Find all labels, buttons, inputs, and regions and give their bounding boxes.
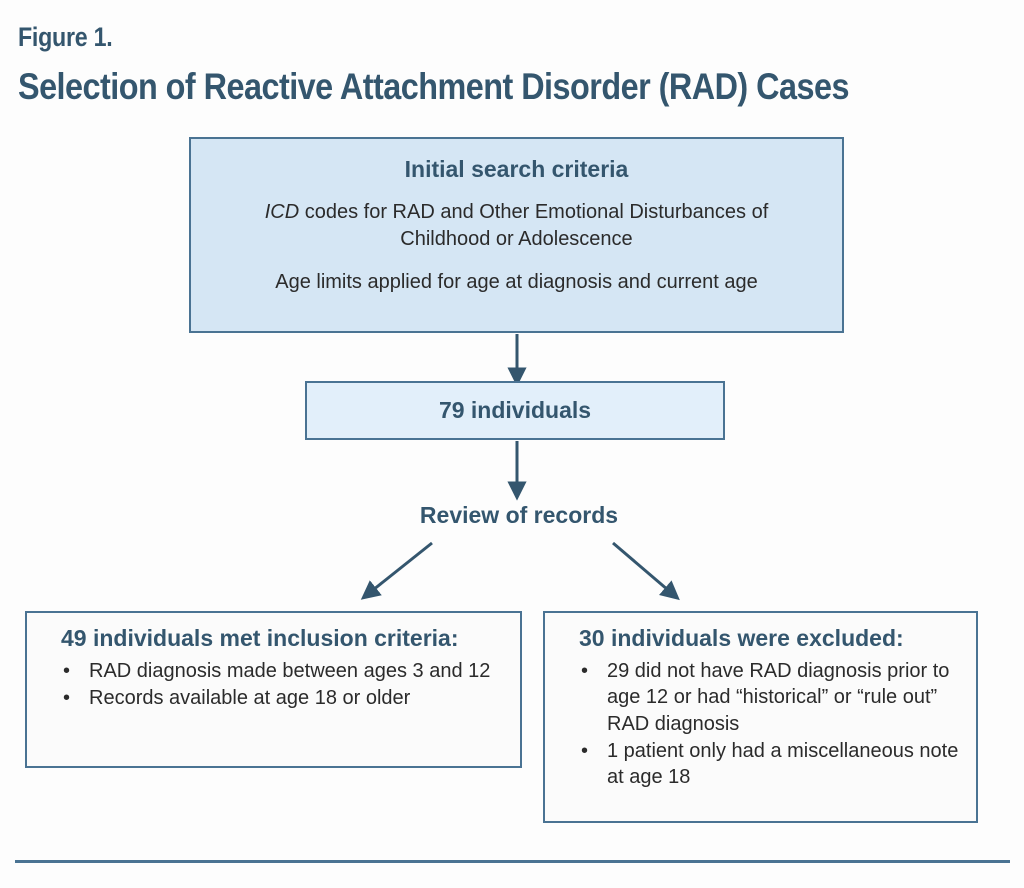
list-item-text: RAD diagnosis made between ages 3 and 12 — [89, 660, 491, 683]
criteria-line-two: Age limits applied for age at diagnosis … — [275, 271, 758, 294]
criteria-line-one-rest: codes for RAD and Other Emotional Distur… — [299, 201, 769, 250]
list-item: • Records available at age 18 or older — [41, 685, 506, 711]
node-excluded: 30 individuals were excluded: • 29 did n… — [543, 611, 978, 823]
bullet-icon: • — [63, 660, 71, 683]
list-item-text: 29 did not have RAD diagnosis prior to a… — [607, 660, 950, 735]
review-of-records-text: Review of records — [419, 502, 619, 528]
node-initial-search-criteria: Initial search criteria ICD codes for RA… — [189, 137, 844, 333]
list-item: • 1 patient only had a miscellaneous not… — [559, 738, 962, 790]
bullet-icon: • — [581, 660, 589, 683]
node-included: 49 individuals met inclusion criteria: •… — [25, 611, 522, 768]
criteria-heading: Initial search criteria — [404, 156, 629, 182]
list-item-text: 1 patient only had a miscellaneous note … — [607, 739, 959, 789]
criteria-line-one: ICD codes for RAD and Other Emotional Di… — [191, 199, 842, 252]
icd-italic: ICD — [264, 201, 300, 224]
bullet-icon: • — [63, 687, 71, 710]
list-item-text: Records available at age 18 or older — [89, 687, 411, 710]
node-count-79: 79 individuals — [305, 381, 725, 440]
arrow-review-to-included — [360, 541, 433, 600]
list-item: • RAD diagnosis made between ages 3 and … — [41, 658, 506, 684]
bullet-icon: • — [581, 739, 589, 762]
figure-title: Selection of Reactive Attachment Disorde… — [18, 66, 849, 107]
excluded-heading: 30 individuals were excluded: — [579, 625, 904, 651]
count-label: 79 individuals — [438, 397, 592, 423]
review-of-records-label: Review of records — [0, 502, 1024, 529]
excluded-bullet-list: • 29 did not have RAD diagnosis prior to… — [559, 658, 962, 790]
list-item: • 29 did not have RAD diagnosis prior to… — [559, 658, 962, 737]
arrow-review-to-excluded — [612, 541, 680, 601]
bottom-divider — [15, 860, 1010, 863]
included-heading: 49 individuals met inclusion criteria: — [61, 625, 459, 651]
included-bullet-list: • RAD diagnosis made between ages 3 and … — [41, 658, 506, 711]
figure-label: Figure 1. — [18, 22, 113, 52]
